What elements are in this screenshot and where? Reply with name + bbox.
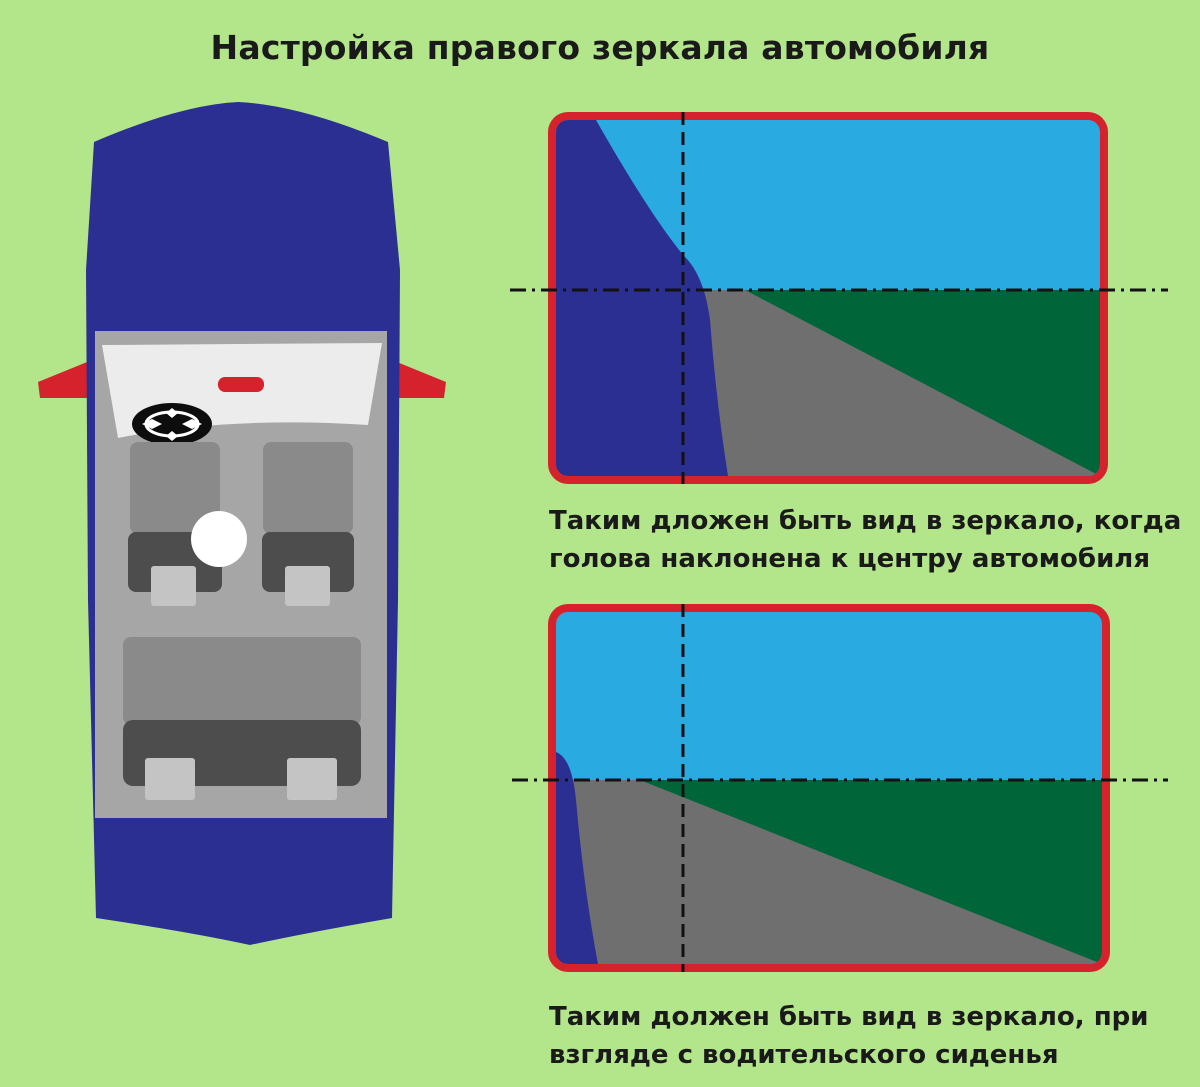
rear-seat	[123, 637, 361, 800]
caption-driver-seat: Таким должен быть вид в зеркало, при взг…	[549, 998, 1149, 1074]
right-side-mirror	[392, 360, 446, 398]
page-title: Настройка правого зеркала автомобиля	[210, 28, 990, 67]
car-body-reflection	[556, 752, 598, 964]
passenger-seat	[262, 442, 354, 606]
caption-head-tilted: Таким дложен быть вид в зеркало, когда г…	[549, 502, 1181, 578]
car-body-reflection	[556, 120, 728, 476]
mirror-view-head-tilted	[510, 112, 1168, 484]
left-side-mirror	[38, 360, 92, 398]
car-top-view	[38, 102, 446, 945]
caption-line: голова наклонена к центру автомобиля	[549, 544, 1151, 574]
mirror-view-driver-seat	[512, 604, 1168, 972]
caption-line: взгляде с водительского сиденья	[549, 1040, 1059, 1070]
steering-wheel-icon	[132, 403, 212, 445]
dashboard-indicator	[218, 377, 264, 392]
driver-head	[191, 511, 247, 567]
caption-line: Таким должен быть вид в зеркало, при	[549, 1002, 1149, 1032]
caption-line: Таким дложен быть вид в зеркало, когда	[549, 506, 1182, 536]
grass-area	[745, 290, 1100, 476]
grass-area	[640, 780, 1102, 964]
